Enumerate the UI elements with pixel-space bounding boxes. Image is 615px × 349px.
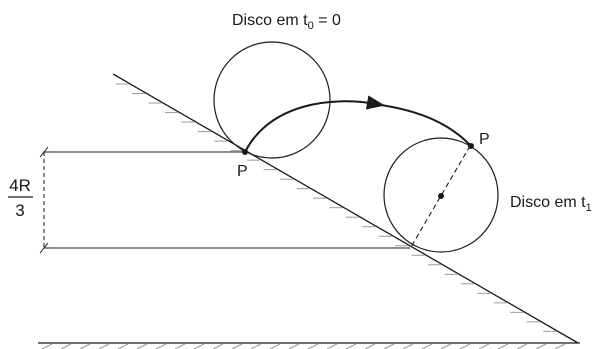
- ground-hatch-mark: [535, 343, 547, 349]
- ground-hatch-mark: [117, 343, 129, 349]
- ground-hatch-mark: [174, 343, 186, 349]
- disk-initial-label-equals: = 0: [314, 12, 341, 29]
- height-numerator: 4R: [9, 176, 31, 195]
- point-p-end-label: P: [479, 131, 490, 148]
- disk-initial-label-main: Disco em t: [232, 12, 308, 29]
- height-denominator: 3: [15, 201, 24, 220]
- incline-hatching: [115, 83, 557, 332]
- point-p-start: [242, 149, 248, 155]
- ground-hatch-mark: [41, 343, 53, 349]
- ground-hatch-mark: [269, 343, 281, 349]
- ground-hatch-mark: [383, 343, 395, 349]
- disk-final-diameter: [410, 145, 471, 248]
- ground-hatch-mark: [155, 343, 167, 349]
- ground-hatch-mark: [421, 343, 433, 349]
- disk-final-label-main: Disco em t: [510, 194, 586, 211]
- ground-hatch-mark: [402, 343, 414, 349]
- ground-hatch-mark: [212, 343, 224, 349]
- ground-hatch-mark: [307, 343, 319, 349]
- ground-hatch-mark: [60, 343, 72, 349]
- ground-hatch-mark: [554, 343, 566, 349]
- disk-initial-label: Disco em t0 = 0: [232, 12, 341, 32]
- height-tick-bottom: [39, 242, 49, 254]
- point-trajectory: [244, 95, 385, 153]
- disk-final: [383, 137, 499, 253]
- ground-hatch-mark: [288, 343, 300, 349]
- ground-hatch-mark: [497, 343, 509, 349]
- disk-final-label-subscript: 1: [586, 202, 592, 214]
- height-tick-top: [39, 146, 49, 158]
- ground-hatch-mark: [459, 343, 471, 349]
- incline-surface: [112, 73, 579, 344]
- disk-final-center: [438, 193, 444, 199]
- ground-hatch-mark: [79, 343, 91, 349]
- ground-hatch-mark: [193, 343, 205, 349]
- ground-hatch-mark: [326, 343, 338, 349]
- disk-initial-label-subscript: 0: [308, 20, 314, 32]
- ground-hatch-mark: [98, 343, 110, 349]
- ground-hatch-mark: [478, 343, 490, 349]
- ground-hatch-mark: [345, 343, 357, 349]
- ground-hatch-mark: [516, 343, 528, 349]
- point-trajectory-end: [373, 103, 472, 147]
- ground-hatch-mark: [136, 343, 148, 349]
- ground-hatch-mark: [231, 343, 243, 349]
- ground-hatch-mark: [440, 343, 452, 349]
- point-p-start-label: P: [237, 163, 248, 180]
- disk-final-label: Disco em t1: [510, 194, 592, 214]
- disk-initial: [213, 41, 331, 159]
- ground-hatch-mark: [364, 343, 376, 349]
- ground-hatch-mark: [250, 343, 262, 349]
- ground-hatching: [41, 343, 566, 349]
- point-p-end: [468, 143, 474, 149]
